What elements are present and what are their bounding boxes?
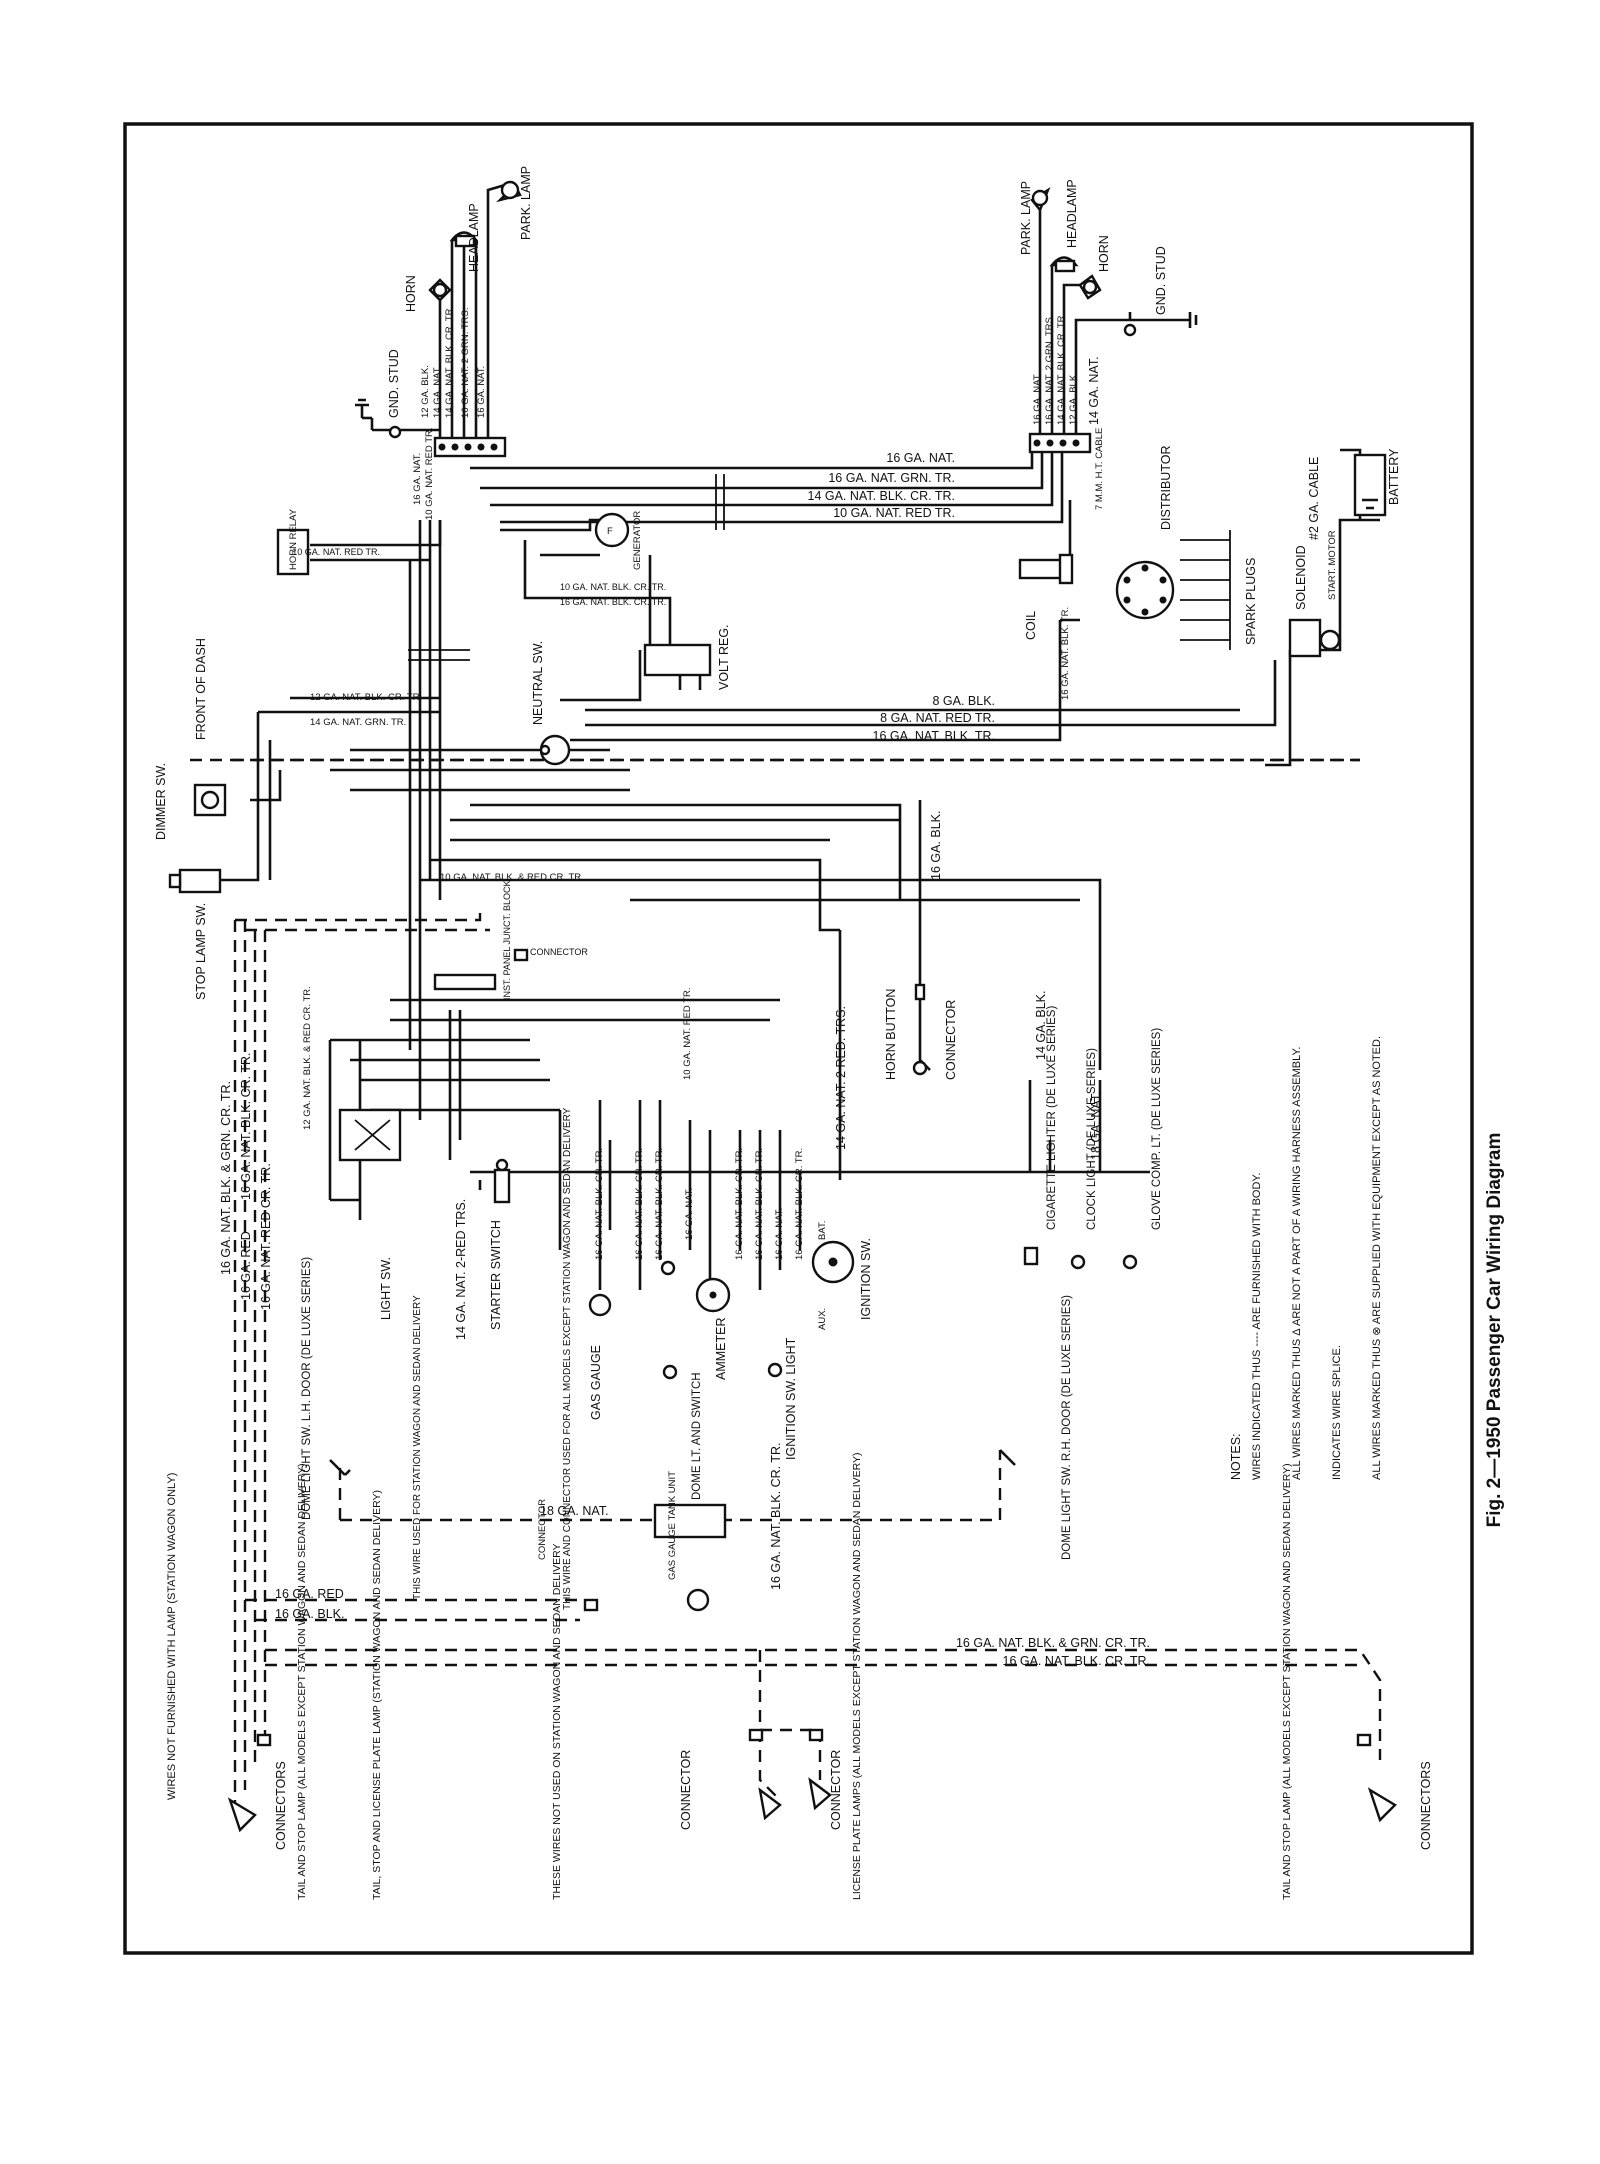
lamp-icon <box>227 1777 1397 1833</box>
horn-button <box>912 983 928 1076</box>
horn-icon <box>1078 274 1102 300</box>
svg-text:F: F <box>607 526 613 537</box>
coil-icon <box>1018 553 1074 585</box>
main-harness-wires <box>220 183 1380 1290</box>
switch-icon <box>193 783 227 817</box>
generator-icon: F <box>594 512 630 548</box>
horn-relay <box>276 528 310 576</box>
spark-plug-icon <box>1180 530 1231 650</box>
lamp-icon <box>767 1362 783 1378</box>
ground-icon <box>1123 312 1198 337</box>
battery-icon <box>1353 453 1387 517</box>
diagram-frame <box>123 122 1474 1955</box>
connector-icon <box>256 948 1372 1747</box>
lamp-icon <box>496 180 522 203</box>
inst-panel-junction-block <box>433 973 497 991</box>
switch-icon <box>329 1449 1016 1476</box>
distributor-icon <box>1115 560 1175 620</box>
ground-icon <box>355 398 402 439</box>
starter-switch <box>493 1158 511 1204</box>
solenoid-icon <box>1288 618 1341 658</box>
light-switch <box>338 1108 402 1162</box>
lamp-icon <box>1023 1246 1138 1270</box>
gauge-icon <box>686 1588 710 1612</box>
splice-icon <box>438 443 498 451</box>
switch-icon <box>811 1240 855 1284</box>
switch-icon <box>168 868 222 894</box>
lamp-icon <box>660 1260 678 1380</box>
lamp-icon <box>1030 187 1051 213</box>
horn-icon <box>428 278 452 302</box>
splice-icon <box>1033 439 1080 447</box>
gauge-icon <box>695 1277 731 1313</box>
switch-icon <box>539 734 571 766</box>
volt-regulator <box>643 643 712 677</box>
lamp-icon <box>449 231 479 248</box>
gauge-icon <box>588 1293 612 1317</box>
dome-lt-and-switch <box>653 1503 727 1539</box>
lamp-icon <box>1049 256 1079 273</box>
